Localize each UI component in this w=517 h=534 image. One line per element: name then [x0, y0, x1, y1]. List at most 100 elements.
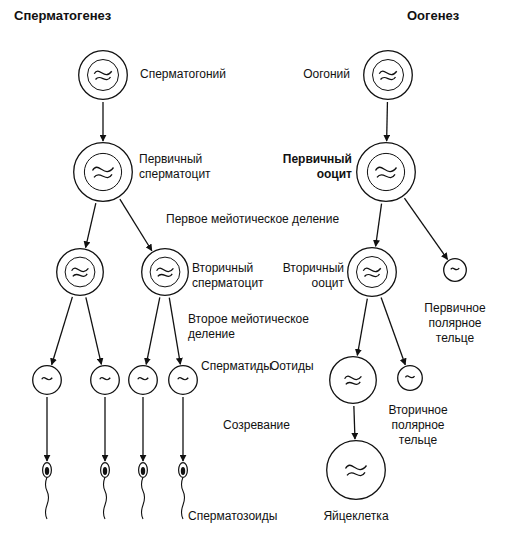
column-heading: Оогенез: [407, 8, 487, 23]
cell-outline: [329, 356, 377, 404]
cell-label: Вторичный ооцит: [268, 261, 344, 291]
chromosome: [363, 268, 381, 272]
sperm-tail: [104, 477, 107, 519]
cell-nucleus: [367, 153, 404, 190]
cell-membrane: [33, 366, 62, 395]
cell-label: Первичный сперматоцит: [139, 152, 221, 182]
cell-membrane: [348, 248, 397, 297]
cell-membrane: [398, 366, 423, 391]
cell-membrane: [169, 366, 198, 395]
cell-nucleus: [373, 60, 404, 91]
chromosome: [405, 376, 414, 378]
arrow-connector: [169, 298, 180, 365]
sperm-cell: [100, 462, 110, 478]
cell-membrane: [444, 259, 467, 282]
cell-outline: [397, 365, 423, 391]
cell-node: Вторичное полярное тельце: [397, 365, 423, 391]
cell-label: Сперматогоний: [140, 67, 250, 82]
cell-outline: [73, 142, 133, 202]
stage-label: Созревание: [223, 418, 313, 433]
cell-node: Первичный сперматоцит: [73, 142, 133, 202]
cell-node: Вторичный сперматоцит: [141, 248, 189, 296]
cell-node: Оотиды: [329, 356, 377, 404]
sperm-head: [101, 463, 110, 478]
arrow-connector: [104, 397, 105, 461]
cell-outline: [128, 365, 158, 395]
cell-outline: [168, 365, 198, 395]
arrow-connector: [182, 397, 183, 461]
cell-label: Оогоний: [286, 67, 350, 82]
cell-label: Вторичный сперматоцит: [192, 261, 270, 291]
cell-outline: [326, 440, 386, 500]
column-heading: Сперматогенез: [14, 8, 134, 23]
sperm-head: [43, 463, 52, 478]
sperm-cell: [138, 462, 148, 478]
cell-label: Сперматиды: [201, 359, 269, 374]
chromosome: [346, 465, 367, 469]
cell-outline: [363, 50, 413, 100]
chromosome: [138, 378, 149, 380]
cell-membrane: [364, 51, 413, 100]
sperm-nucleus: [45, 467, 49, 475]
chromosome: [158, 274, 172, 277]
arrow-connector: [102, 102, 103, 141]
cell-node: [56, 248, 104, 296]
arrow-connector: [120, 199, 152, 251]
cell-outline: [42, 462, 52, 478]
cell-node: [32, 365, 62, 395]
cell-node: Оогоний: [363, 50, 413, 100]
cell-outline: [90, 365, 120, 395]
sperm-cell: Сперматозоиды: [178, 462, 188, 478]
arrow-connector: [146, 297, 160, 364]
chromosome: [96, 77, 111, 80]
arrow-connector: [142, 397, 143, 461]
cell-nucleus: [357, 257, 388, 288]
cell-outline: [78, 50, 128, 100]
chromosome: [345, 376, 362, 379]
cell-label: Вторичное полярное тельце: [380, 403, 456, 448]
cell-outline: [32, 365, 62, 395]
stage-label: Второе мейотическое деление: [188, 312, 338, 342]
sperm-tail: [182, 477, 185, 519]
cell-outline: [356, 142, 416, 202]
arrow-connector: [376, 204, 382, 247]
cell-node: Первичный ооцит: [356, 142, 416, 202]
cell-outline: [141, 248, 189, 296]
sperm-tail: [46, 477, 49, 519]
chromosome: [346, 382, 360, 385]
chromosome: [377, 174, 395, 177]
cell-label: Оотиды: [270, 359, 318, 374]
sperm-cell: [42, 462, 52, 478]
cell-nucleus: [65, 257, 95, 287]
chromosome: [365, 274, 380, 277]
sperm-nucleus: [181, 467, 185, 475]
chromosome: [376, 167, 397, 171]
sperm-tail: [142, 477, 145, 519]
chromosome: [381, 77, 396, 80]
cell-membrane: [142, 249, 189, 296]
cell-label: Яйцеклетка: [311, 509, 401, 524]
cell-nucleus: [84, 153, 121, 190]
cell-node: [90, 365, 120, 395]
cell-membrane: [327, 441, 386, 500]
cell-outline: [100, 462, 110, 478]
chromosome: [347, 472, 365, 475]
cell-node: Яйцеклетка: [326, 440, 386, 500]
cell-outline: [178, 462, 188, 478]
chromosome: [73, 274, 87, 277]
sperm-nucleus: [141, 467, 145, 475]
sperm-head: [139, 463, 148, 478]
cell-outline: [56, 248, 104, 296]
cell-label: Первичное полярное тельце: [413, 301, 497, 346]
arrow-connector: [52, 297, 73, 365]
arrow-connector: [354, 406, 355, 439]
chromosome: [42, 378, 53, 380]
cell-outline: [347, 247, 397, 297]
chromosome: [94, 174, 112, 177]
cell-node: Сперматиды: [168, 365, 198, 395]
cell-membrane: [129, 366, 158, 395]
cell-membrane: [57, 249, 104, 296]
cell-membrane: [91, 366, 120, 395]
